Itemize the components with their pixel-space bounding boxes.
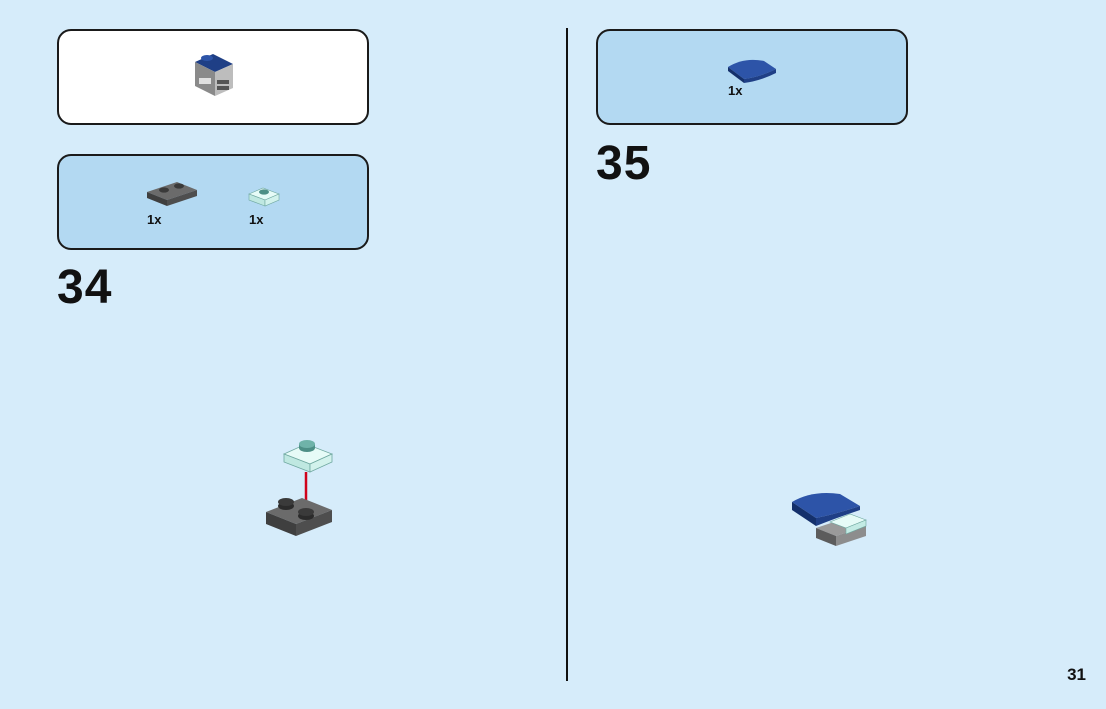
submodel-thumbnail-icon (195, 54, 233, 96)
step-number-34: 34 (57, 261, 113, 314)
page-divider (566, 28, 568, 681)
dark-gray-plate-1x2-icon (147, 182, 197, 206)
page-number: 31 (1067, 665, 1086, 684)
step-number-35: 35 (596, 137, 652, 190)
part-quantity: 1x (728, 83, 743, 98)
part-quantity: 1x (249, 212, 264, 227)
step-34-assembly-illustration (266, 440, 334, 536)
submodel-callout (57, 29, 369, 125)
parts-list-step-34: 1x 1x (57, 154, 369, 250)
trans-light-blue-plate-1x1-icon (248, 187, 280, 207)
part-quantity: 1x (147, 212, 162, 227)
dark-blue-curved-slope-icon (728, 59, 776, 83)
parts-list-step-35: 1x (596, 29, 908, 125)
step-35-assembly-illustration (792, 493, 867, 546)
